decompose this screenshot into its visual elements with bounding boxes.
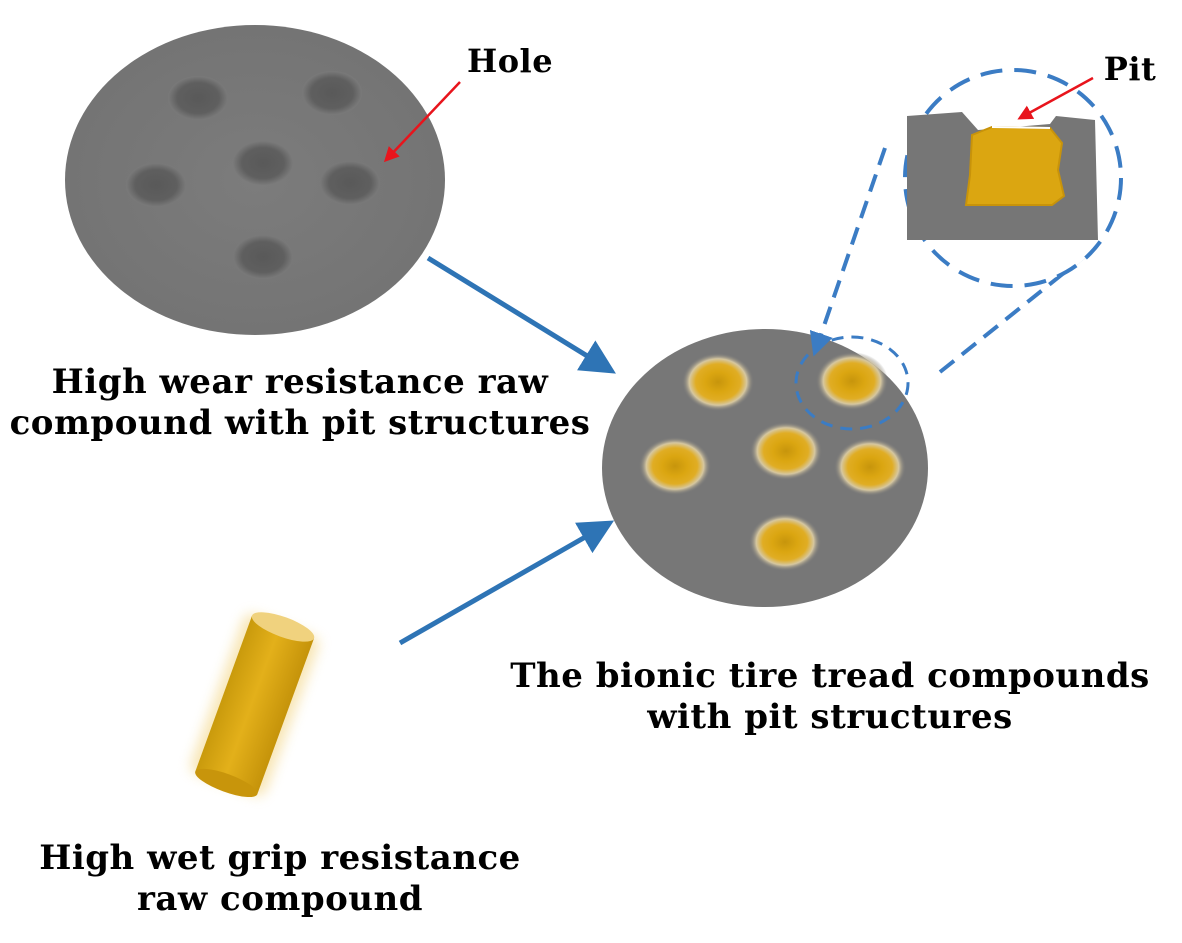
- pit-label: Pit: [1103, 50, 1157, 88]
- raw-compound-caption-line2: compound with pit structures: [9, 402, 591, 443]
- raw-compound-caption-line1: High wear resistance raw: [51, 362, 549, 402]
- hole: [126, 163, 186, 207]
- flow-arrow-top: [426, 255, 616, 374]
- zoom-connector-left: [809, 147, 887, 357]
- hole-label: Hole: [466, 42, 554, 80]
- filled-pit: [639, 437, 711, 495]
- bionic-disc-icon: [602, 329, 928, 607]
- cylinder-icon: [190, 612, 319, 798]
- filler-in-pit: [964, 125, 1066, 206]
- bionic-caption: The bionic tire tread compounds with pit…: [500, 656, 1160, 738]
- filled-pit: [682, 353, 754, 411]
- bionic-caption-line2: with pit structures: [647, 696, 1013, 737]
- filled-pit: [749, 513, 821, 571]
- hole-pointer-arrow: [383, 81, 461, 163]
- wet-grip-caption-line2: raw compound: [136, 878, 424, 919]
- wet-grip-caption-line1: High wet grip resistance: [39, 838, 521, 878]
- bionic-caption-line1: The bionic tire tread compounds: [510, 656, 1150, 696]
- filled-pit: [834, 438, 906, 496]
- hole: [233, 235, 293, 279]
- hole: [233, 141, 293, 185]
- pit-closeup-icon: [903, 68, 1123, 288]
- filled-pit: [750, 422, 822, 480]
- pit-pointer-arrow: [1017, 76, 1094, 120]
- wet-grip-caption: High wet grip resistance raw compound: [0, 838, 560, 920]
- holed-disc-icon: [65, 25, 445, 335]
- flow-arrow-bottom: [398, 520, 615, 646]
- hole: [320, 161, 380, 205]
- hole: [168, 76, 228, 120]
- hole: [302, 71, 362, 115]
- zoom-highlight-circle: [794, 335, 910, 431]
- raw-compound-caption: High wear resistance raw compound with p…: [0, 362, 600, 444]
- filled-pit: [816, 352, 888, 410]
